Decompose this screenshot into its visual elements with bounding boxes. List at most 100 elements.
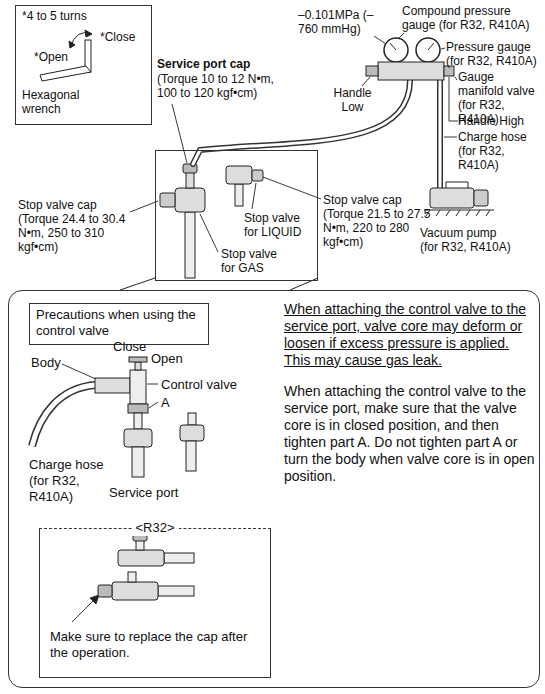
r32-valves [98,534,194,600]
r32-box: <R32>Make sure to replace the cap after … [39,528,271,678]
vacuum-pump [446,182,468,188]
gas-stop-valve [175,188,205,212]
control-valve-detail [129,357,147,362]
inset-box: *4 to 5 turns *Close *OpenHexagonal wrench [15,5,152,125]
r32-valves [112,582,158,600]
control-valve-detail [180,425,204,441]
vacuum-pump [474,190,488,206]
gas-stop-valve [185,212,195,278]
magnify-line [120,278,155,290]
node-text: Service port [109,485,178,501]
liquid-stop-valve [226,166,252,184]
liquid-stop-valve [226,166,263,206]
r32-valves [118,550,164,566]
hex-wrench [69,41,75,48]
vacuum-pump [424,182,494,216]
leader-line [149,402,158,408]
node-text: <R32> [132,520,179,536]
leader-line [147,384,158,385]
node-text: Control valve [161,377,237,393]
control-valve-detail [134,413,142,429]
leader-line [172,104,187,163]
node-text: Hexagonal wrench [22,88,94,116]
pressure-value: –0.101MPa (–760 mmHg) [298,8,380,36]
torque-spec: (Torque 10 to 12 N•m, 100 to 120 kgf•cm) [157,72,297,100]
torque-spec: Stop valve cap (Torque 24.4 to 30.4 N•m,… [18,198,128,254]
leader-line [200,214,218,252]
vacuum-pump [476,210,480,216]
torque-spec: Stop valve cap (Torque 21.5 to 27.5 N•m,… [323,193,433,249]
liquid-stop-valve [235,184,243,206]
leader-line [399,33,404,38]
magnify-line [290,278,318,290]
node-text: Precautions when using the control valve [36,307,204,339]
charge-hose [437,80,443,188]
node-text: A [161,395,170,411]
leader-line [90,595,99,604]
hex-wrench [85,30,92,37]
leader-line [441,48,445,49]
node-text: Stop valve for GAS [221,247,285,275]
leader-line [72,599,95,622]
gauge-manifold [390,43,396,50]
vacuum-pump [424,210,494,211]
gauge-manifold [384,38,408,62]
control-valve-detail [132,447,144,477]
part-name: Vacuum pump (for R32, R410A) [420,226,514,254]
node-text: When attaching the control valve to the … [284,301,536,369]
charge-hose [439,80,442,188]
control-valve-detail [95,378,130,393]
leader-line [252,183,256,209]
leader-line [362,77,370,86]
leader-line [130,201,158,212]
vacuum-pump [466,210,470,216]
liquid-stop-valve [252,170,263,181]
gas-stop-valve [160,193,175,207]
handle-label: Handle Low [330,86,375,114]
control-valve-detail [32,385,95,446]
gauge-manifold [366,66,378,76]
hose-label: Charge hose (for R32, R410A) [458,130,542,172]
gauge-label: Pressure gauge (for R32, R410A) [446,40,542,68]
gas-stop-valve [186,172,194,188]
magnify-line [120,278,318,290]
control-valve-detail [186,441,196,471]
gauge-label: Compound pressure gauge (for R32, R410A) [402,4,542,32]
control-valve-detail [135,362,141,370]
node-text: *4 to 5 turns [22,9,142,23]
node-text: Open [151,351,183,367]
leader-line [449,77,458,121]
node-text: Stop valve for LIQUID [244,211,316,239]
handle-label: Handle High [458,114,542,128]
valve-frame: Stop valve for LIQUID Stop valve for GAS [155,150,318,281]
gas-stop-valve [160,164,205,278]
vacuum-pump [430,188,474,208]
r32-valves [98,585,112,597]
gauge-manifold [428,43,434,50]
node-text: *Open [34,50,68,64]
node-text: When attaching the control valve to the … [284,383,536,485]
gauge-manifold [366,38,454,80]
vacuum-pump [486,210,490,216]
r32-valves [128,572,136,582]
vacuum-pump [446,210,450,216]
control-valve-detail [32,385,95,446]
node-text: *Close [100,30,135,44]
node-text: Make sure to replace the cap after the o… [50,629,262,661]
precaution-box: Precautions when using the control valve [29,303,209,345]
leader-line [374,36,386,44]
gauge-manifold [378,62,444,80]
gauge-manifold [416,38,440,62]
node-text: Body [31,355,61,371]
control-valve-detail [188,413,196,425]
control-valve-detail [128,404,148,413]
vacuum-pump [436,210,440,216]
leader-line [263,177,321,199]
r32-valves [158,586,194,596]
detail-panel: Precautions when using the control valve… [8,290,540,688]
node-text: Close [113,339,146,355]
r32-valves [164,553,194,563]
leader-line [455,77,457,80]
leader-line [444,137,457,138]
